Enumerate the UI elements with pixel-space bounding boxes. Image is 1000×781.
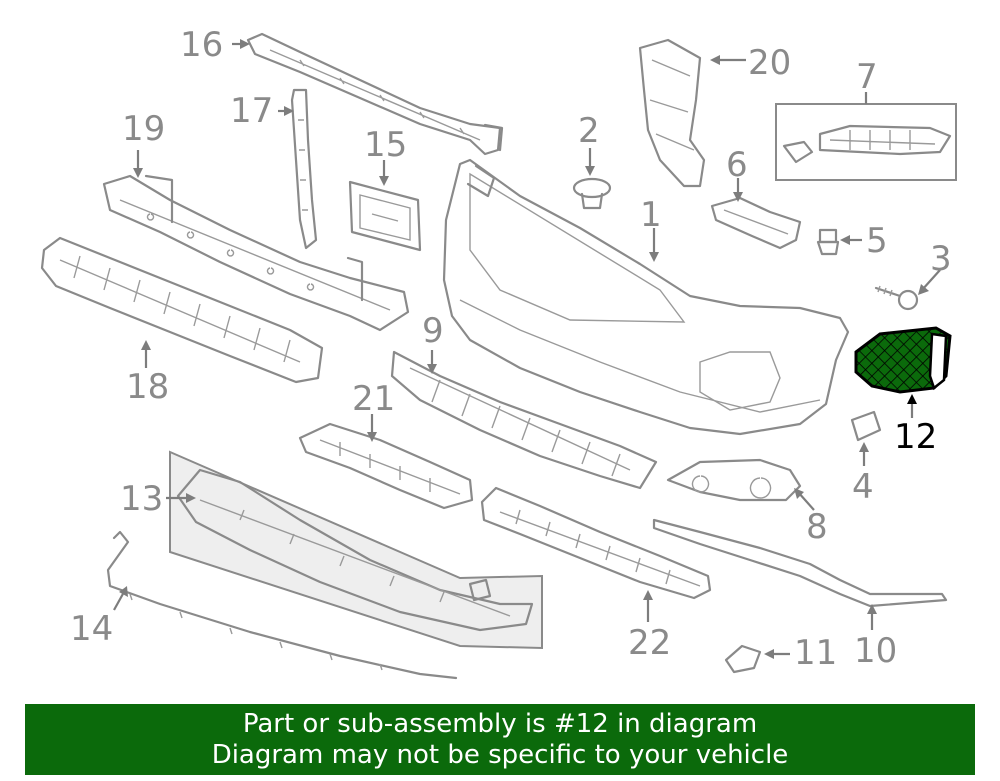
callout-3: 3	[930, 239, 952, 279]
part-19-reinforcement	[102, 174, 410, 332]
callout-21: 21	[352, 379, 395, 419]
part-7-box	[775, 103, 957, 181]
part-21-lower-bracket	[298, 422, 474, 510]
callout-labels: 16 17 19 15 2 20 7 6 1 5 3 12 4 9 21 8 1…	[70, 25, 952, 673]
part-15-license-bracket	[348, 180, 422, 252]
part-1-bumper-cover	[442, 158, 850, 436]
callout-18: 18	[126, 367, 169, 407]
part-8-bracket	[666, 458, 802, 502]
part-16-upper-tie-bar	[246, 32, 504, 156]
part-5-pin	[816, 228, 840, 256]
part-13-lower-panel	[169, 450, 543, 650]
callout-4: 4	[852, 467, 874, 507]
callout-17: 17	[230, 91, 273, 131]
part-20-side-bracket	[638, 38, 706, 188]
callout-6: 6	[726, 145, 748, 185]
part-14-trim-strip	[106, 530, 458, 680]
part-18-absorber	[40, 236, 324, 384]
callout-1: 1	[640, 195, 662, 235]
part-17-bracket	[290, 88, 318, 250]
callout-12: 12	[894, 417, 937, 457]
leader-lines	[113, 39, 941, 659]
part-4-cap	[850, 410, 882, 442]
callout-11: 11	[794, 633, 837, 673]
banner-line-1: Part or sub-assembly is #12 in diagram	[242, 708, 758, 739]
callout-5: 5	[866, 221, 888, 261]
callout-19: 19	[122, 109, 165, 149]
callout-2: 2	[578, 111, 600, 151]
callout-16: 16	[180, 25, 223, 65]
part-2-clip	[572, 177, 612, 210]
callout-15: 15	[364, 125, 407, 165]
callout-8: 8	[806, 507, 828, 547]
info-banner: Part or sub-assembly is #12 in diagram D…	[25, 704, 975, 775]
callout-14: 14	[70, 609, 113, 649]
callout-20: 20	[748, 43, 791, 83]
part-11-clip	[724, 644, 762, 674]
banner-line-2: Diagram may not be specific to your vehi…	[211, 739, 789, 770]
parts-diagram: 16 17 19 15 2 20 7 6 1 5 3 12 4 9 21 8 1…	[40, 25, 957, 680]
callout-9: 9	[422, 311, 444, 351]
part-6-bracket	[710, 196, 802, 250]
callout-10: 10	[854, 631, 897, 671]
part-22-lower-absorber	[480, 486, 712, 600]
part-3-screw	[874, 285, 919, 311]
part-9-lower-grille	[390, 350, 658, 490]
callout-22: 22	[628, 623, 671, 663]
part-12-grille-highlighted	[854, 326, 952, 394]
callout-7: 7	[856, 57, 878, 97]
part-10-lip-strip	[652, 518, 948, 608]
callout-13: 13	[120, 479, 163, 519]
